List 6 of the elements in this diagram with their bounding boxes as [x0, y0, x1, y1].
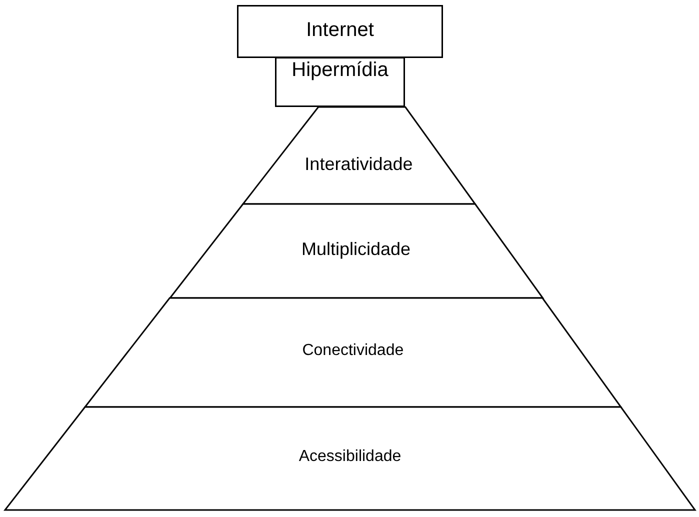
tier-label: Conectividade — [302, 342, 404, 360]
tier-label: Acessibilidade — [298, 448, 402, 466]
tier-label: Hipermídia — [292, 59, 388, 82]
tier-label: Interatividade — [304, 154, 413, 175]
tier-label: Internet — [306, 19, 374, 42]
tier-label: Multiplicidade — [302, 239, 411, 260]
